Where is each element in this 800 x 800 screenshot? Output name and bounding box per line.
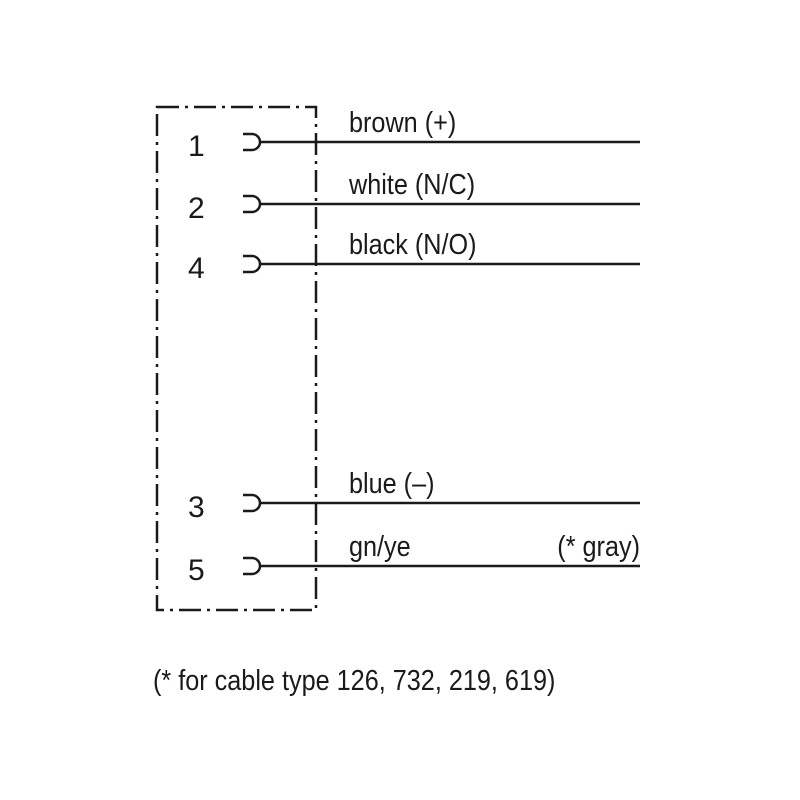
wire-label: blue (–) <box>349 466 435 499</box>
socket-contact-icon <box>243 493 262 513</box>
pin-1: 1 brown (+) <box>188 105 640 163</box>
pin-4: 4 black (N/O) <box>188 227 640 285</box>
pin-number: 2 <box>188 192 205 225</box>
wire-label: gn/ye <box>349 529 411 562</box>
socket-contact-icon <box>243 194 262 214</box>
pin-number: 3 <box>188 491 205 524</box>
pin-3: 3 blue (–) <box>188 466 640 524</box>
footnote: (* for cable type 126, 732, 219, 619) <box>153 663 555 696</box>
socket-contact-icon <box>243 556 262 576</box>
pin-number: 5 <box>188 554 205 587</box>
pin-5: 5 gn/ye (* gray) <box>188 529 640 587</box>
wire-alt-color-label: (* gray) <box>557 529 640 562</box>
wire-label: brown (+) <box>349 105 456 138</box>
connector-housing-outline <box>155 105 318 612</box>
pin-number: 1 <box>188 130 205 163</box>
pin-number: 4 <box>188 252 205 285</box>
socket-contact-icon <box>243 254 262 274</box>
wire-label: black (N/O) <box>349 227 477 260</box>
socket-contact-icon <box>243 132 262 152</box>
pin-2: 2 white (N/C) <box>188 167 640 225</box>
wire-label: white (N/C) <box>348 167 475 200</box>
